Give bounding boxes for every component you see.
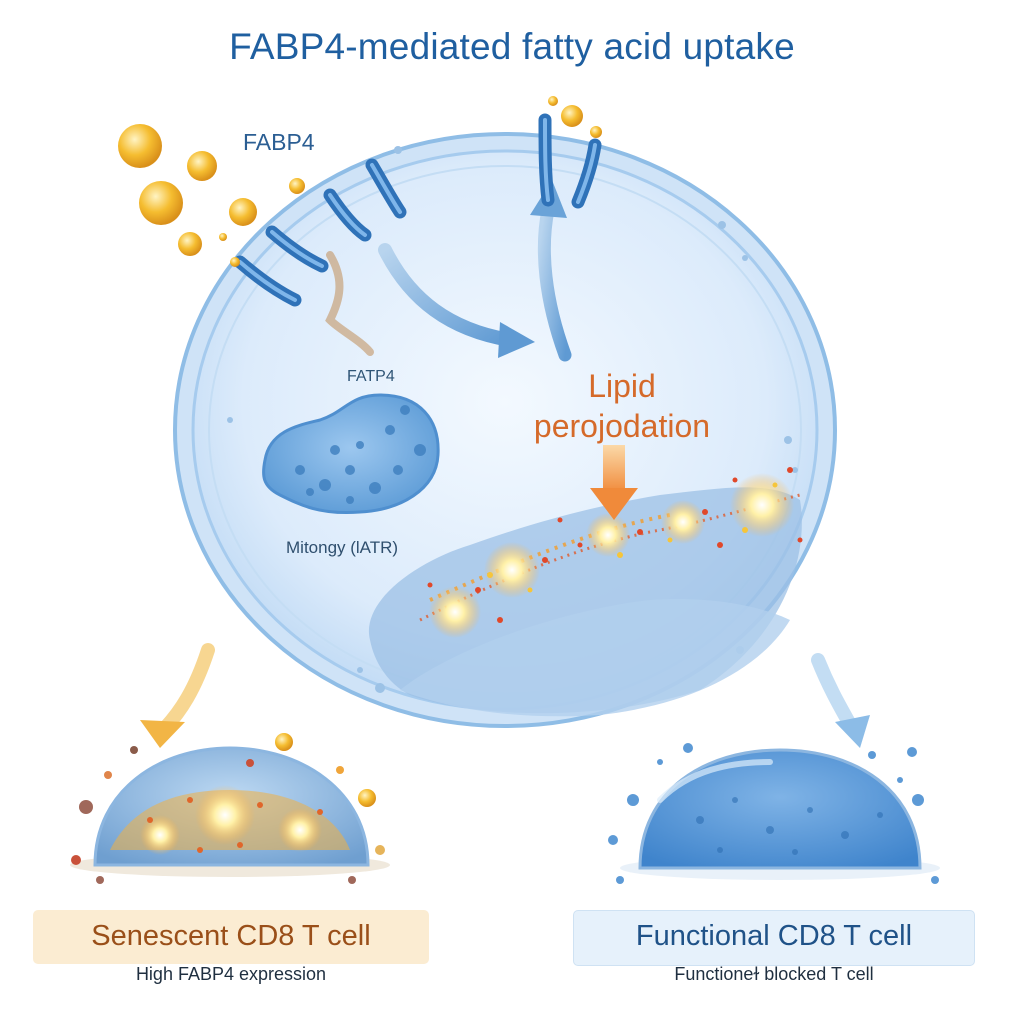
- arrow-to-functional: [811, 653, 859, 735]
- peroxidation-arrow: [590, 445, 638, 520]
- functional-label-box: [573, 910, 975, 966]
- arrow-to-senescent-head: [140, 720, 185, 748]
- diagram-title: FABP4-mediated fatty acid uptake: [229, 26, 795, 67]
- mitochondria-label: Mitongy (lATR): [286, 538, 399, 557]
- fatp4-label: FATP4: [347, 368, 395, 385]
- lipid-peroxidation-label: Lipid perojodation: [533, 368, 711, 444]
- fabp4-channels: [233, 113, 602, 307]
- peroxidation-sparks: [419, 467, 803, 638]
- functional-cell-subtitle: Functioneɫ blocked T cell: [674, 964, 874, 984]
- functional-cell: [608, 743, 940, 884]
- senescent-cell: [70, 733, 390, 884]
- uptake-arrow: [378, 243, 517, 347]
- fabp4-label: FABP4: [243, 129, 315, 155]
- functional-cell-title: Functional CD8 T cell: [635, 920, 913, 952]
- senescent-label-box: [33, 910, 429, 964]
- senescent-cell-subtitle: High FABP4 expression: [135, 964, 327, 984]
- fatty-acid-droplets: [118, 96, 602, 267]
- fatty-acid-trace: [325, 251, 374, 356]
- mitochondrion: [262, 393, 440, 515]
- arrow-to-senescent: [158, 643, 215, 735]
- uptake-arrow-head: [498, 322, 535, 358]
- arrow-to-functional-head: [835, 715, 870, 748]
- senescent-cell-title: Senescent CD8 T cell: [91, 920, 371, 952]
- export-arrow: [537, 203, 572, 362]
